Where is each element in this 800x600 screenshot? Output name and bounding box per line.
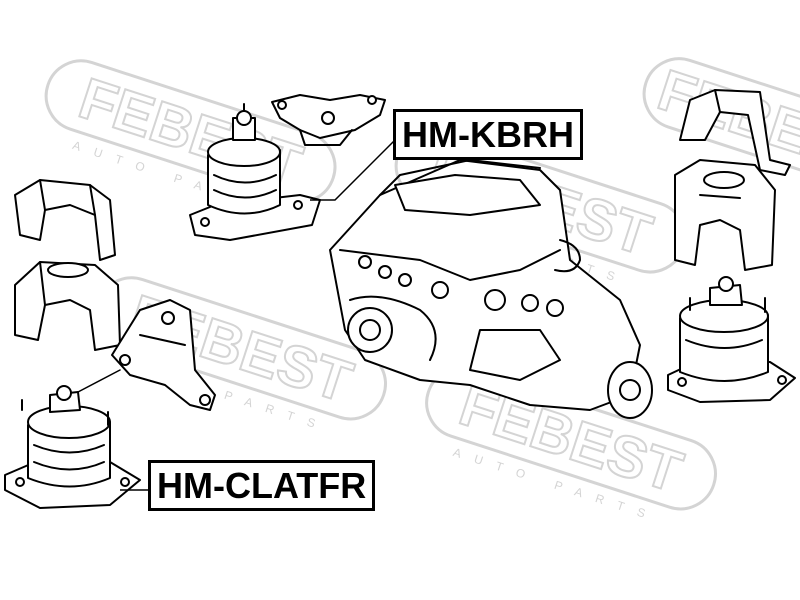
mount-cover-right [674, 159, 776, 271]
engine-mount-top-center [189, 94, 386, 241]
mount-bracket-left-top [14, 179, 116, 261]
engine-mount-bottom-left [4, 369, 141, 509]
mount-cover-left [14, 261, 121, 351]
mount-bracket-right-top [679, 89, 791, 176]
leader-line-kbrh [310, 139, 396, 201]
leader-lines [120, 139, 396, 491]
engine-block [329, 159, 653, 419]
mount-bracket-center-left [111, 299, 216, 411]
part-number-label-hm-kbrh: HM-KBRH [393, 109, 583, 160]
part-number-label-hm-clatfr: HM-CLATFR [148, 460, 376, 511]
engine-mount-right [667, 276, 796, 403]
